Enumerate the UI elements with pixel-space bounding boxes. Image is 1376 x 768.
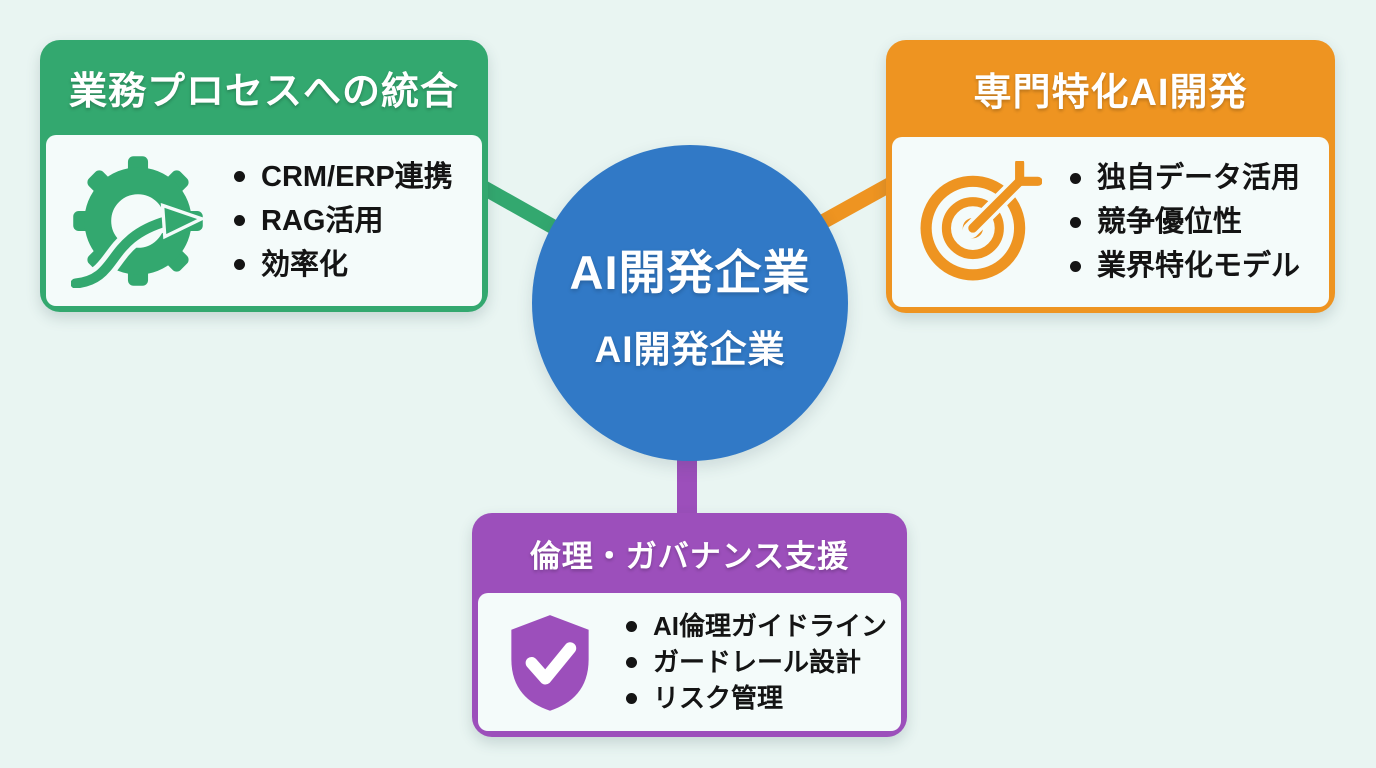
bullet-item: 独自データ活用: [1070, 156, 1300, 200]
bullet-item: AI倫理ガイドライン: [626, 608, 887, 644]
shield-check-icon: [500, 611, 600, 713]
card-specialized-ai-title: 専門特化AI開発: [973, 72, 1248, 114]
gear-process-icon: [68, 154, 208, 288]
card-governance-body: AI倫理ガイドライン ガードレール設計 リスク管理: [478, 593, 901, 731]
card-specialized-ai-body: 独自データ活用 競争優位性 業界特化モデル: [892, 137, 1329, 307]
card-business-process: 業務プロセスへの統合: [40, 40, 488, 312]
card-business-process-title: 業務プロセスへの統合: [68, 71, 459, 113]
bullet-item: CRM/ERP連携: [234, 155, 453, 199]
bullet-item: リスク管理: [626, 680, 887, 716]
center-node-subtitle: AI開発企業: [594, 328, 786, 370]
bullet-item: RAG活用: [234, 199, 453, 243]
center-node-title: AI開発企業: [569, 245, 811, 299]
card-specialized-ai: 専門特化AI開発 独自データ活用 競争優位性 業界特化モデル: [886, 40, 1335, 313]
card-governance-title: 倫理・ガバナンス支援: [529, 538, 850, 574]
center-node-ai-company: AI開発企業 AI開発企業: [532, 145, 848, 461]
card-governance-bullets: AI倫理ガイドライン ガードレール設計 リスク管理: [600, 608, 897, 716]
bullet-item: 競争優位性: [1070, 200, 1300, 244]
card-governance: 倫理・ガバナンス支援 AI倫理ガイドライン ガードレール設計 リスク管理: [472, 513, 907, 737]
bullet-item: 業界特化モデル: [1070, 244, 1300, 288]
bullet-item: ガードレール設計: [626, 644, 887, 680]
card-business-process-bullets: CRM/ERP連携 RAG活用 効率化: [208, 155, 463, 287]
card-business-process-body: CRM/ERP連携 RAG活用 効率化: [46, 135, 482, 306]
bullet-item: 効率化: [234, 243, 453, 287]
card-specialized-ai-bullets: 独自データ活用 競争優位性 業界特化モデル: [1044, 156, 1310, 288]
target-dart-icon: [918, 161, 1044, 283]
